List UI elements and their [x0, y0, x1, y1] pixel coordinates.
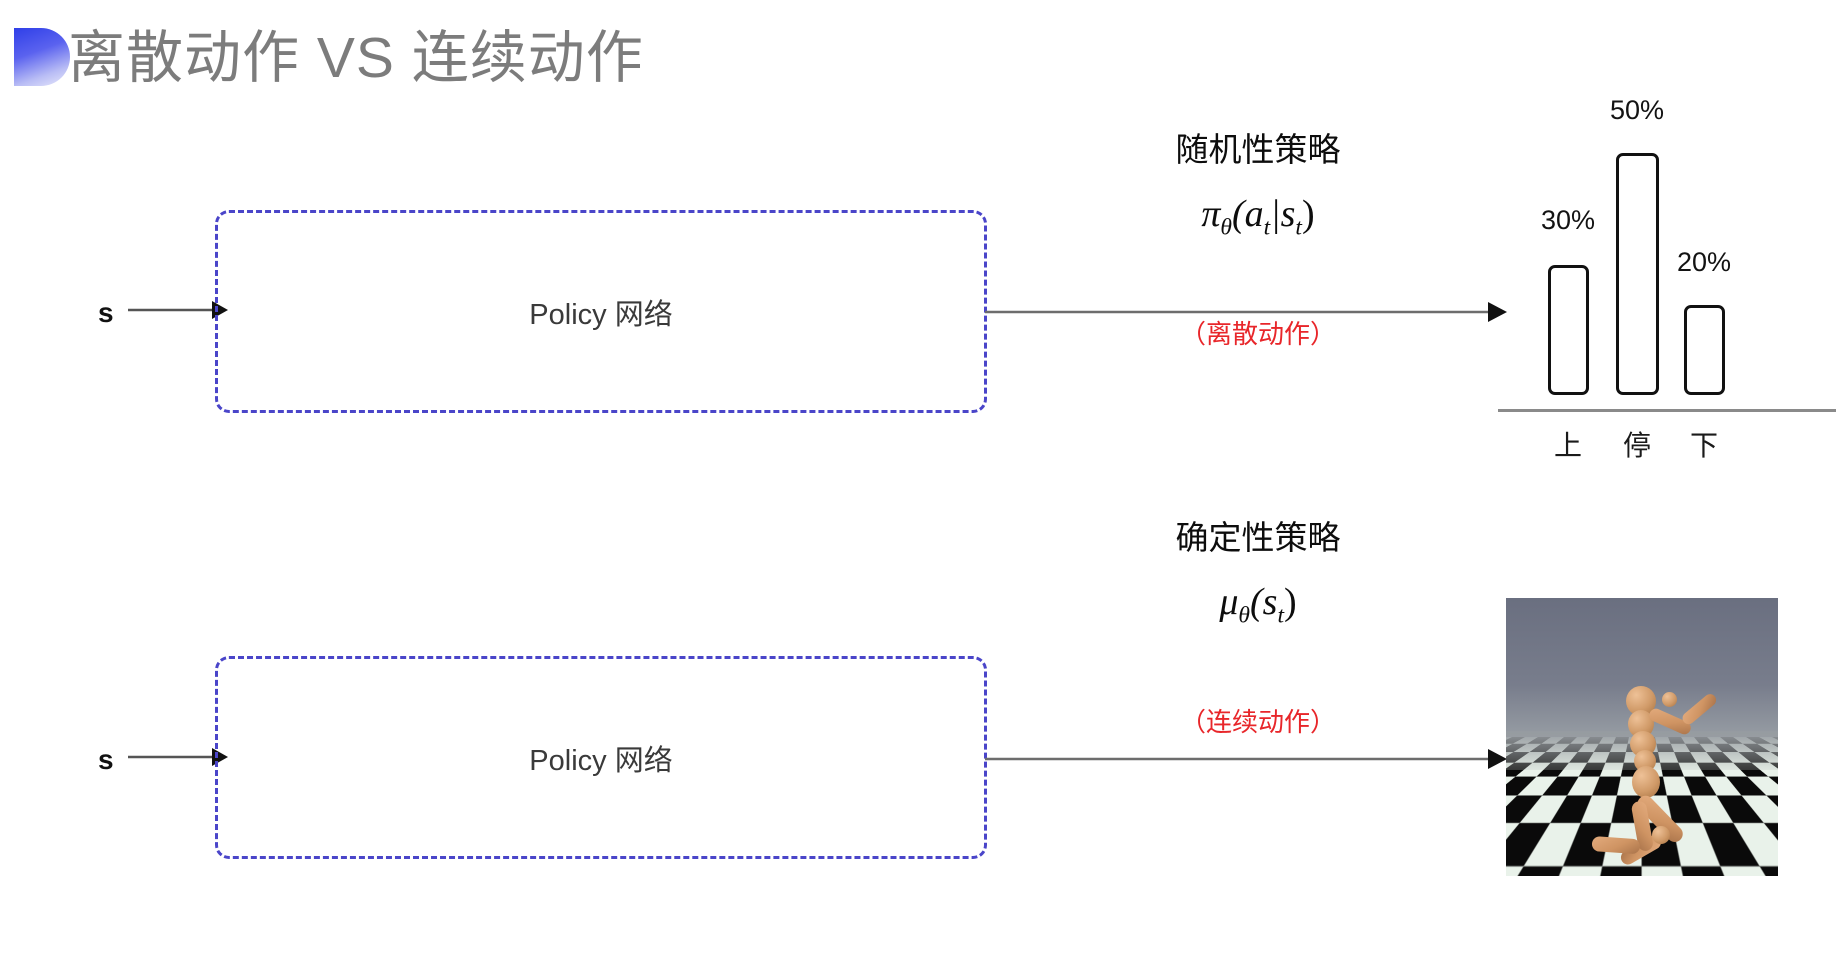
humanoid-pelvis: [1632, 766, 1660, 798]
stochastic-policy-annotation: 随机性策略 πθ(at|st) （离散动作）: [1058, 128, 1458, 351]
humanoid-simulation-image: [1506, 598, 1778, 876]
formula-t1: t: [1263, 214, 1271, 241]
bar-category-down: 下: [1689, 430, 1718, 461]
bottom-strip: [0, 962, 1846, 966]
bar-value-stop: 50%: [1609, 95, 1665, 125]
policy-network-label-bottom: Policy 网络: [529, 744, 673, 777]
bar-down: [1684, 305, 1725, 395]
formula-mu: μ: [1219, 581, 1239, 623]
formula-pi: π: [1201, 193, 1221, 235]
formula-close-paren: ): [1301, 193, 1315, 235]
bar-value-down: 20%: [1676, 247, 1732, 277]
policy-network-box-top[interactable]: Policy 网络: [215, 210, 987, 413]
bar-category-stop: 停: [1622, 430, 1651, 461]
output-arrow-top: [985, 302, 1507, 322]
state-input-label-bottom: s: [98, 744, 114, 775]
page-title: 离散动作 VS 连续动作: [68, 26, 644, 90]
policy-network-label-top: Policy 网络: [529, 298, 673, 331]
deterministic-policy-formula: μθ(st): [1058, 574, 1458, 644]
deterministic-policy-annotation: 确定性策略 μθ(st) （连续动作）: [1058, 516, 1458, 739]
stochastic-policy-formula: πθ(at|st): [1058, 186, 1458, 256]
formula-theta-2: θ: [1238, 602, 1250, 629]
policy-network-box-bottom[interactable]: Policy 网络: [215, 656, 987, 859]
formula-pipe-s: |s: [1270, 193, 1296, 235]
formula-t2: t: [1295, 214, 1302, 241]
output-arrow-bottom: [985, 749, 1507, 769]
input-arrow-bottom: [128, 748, 228, 766]
humanoid-knee: [1652, 826, 1670, 844]
title-badge-icon: [14, 28, 70, 86]
discrete-action-note: （离散动作）: [1179, 318, 1336, 349]
bar-stop: [1616, 153, 1659, 395]
bar-chart-baseline: [1498, 409, 1836, 412]
formula-open-args: (a: [1231, 193, 1264, 235]
formula-theta: θ: [1220, 214, 1232, 241]
formula-open-args-2: (s: [1250, 581, 1278, 623]
stochastic-policy-heading: 随机性策略: [1175, 131, 1341, 168]
deterministic-policy-heading: 确定性策略: [1175, 519, 1341, 556]
state-input-label-top: s: [98, 297, 114, 328]
action-probability-bar-chart: 30% 50% 20%: [1500, 95, 1846, 395]
input-arrow-top: [128, 301, 228, 319]
formula-close-paren-2: ): [1284, 581, 1297, 623]
humanoid-hand: [1662, 692, 1677, 707]
formula-t3: t: [1277, 602, 1284, 629]
bar-category-up: 上: [1553, 430, 1582, 461]
continuous-action-note: （连续动作）: [1179, 706, 1336, 737]
bar-up: [1548, 265, 1589, 395]
bar-value-up: 30%: [1540, 205, 1596, 235]
